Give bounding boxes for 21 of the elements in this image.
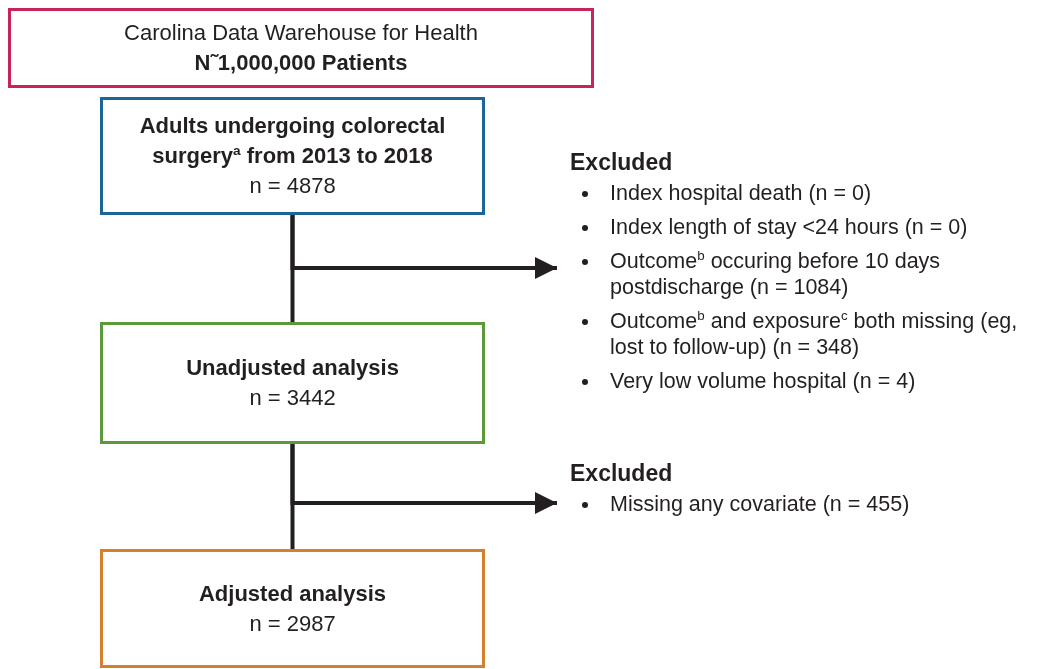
cohort-box xyxy=(100,97,485,215)
box-title: Unadjusted analysis xyxy=(186,354,399,382)
exclusion-item: Outcome$^{b}$ and exposure$^{c}$ both missing (eg, lost to follow-up) (n = 348) xyxy=(610,308,1019,360)
count-text: N˜1,000,000 Patients xyxy=(194,49,408,77)
section-heading: Excluded xyxy=(569,459,674,487)
analysis-box xyxy=(100,549,485,668)
analysis-box xyxy=(100,322,485,444)
arrow xyxy=(290,444,557,514)
exclusion-item: Missing any covariate (n = 455) xyxy=(610,491,911,517)
count-text: n = 3442 xyxy=(249,384,336,412)
box-title: Adjusted analysis xyxy=(198,579,387,608)
exclusion-item: Index hospital death (n = 0) xyxy=(610,180,873,206)
exclusion-item: Index length of stay <24 hours (n = 0) xyxy=(610,214,969,240)
source-box xyxy=(8,8,594,88)
arrow xyxy=(290,215,557,279)
section-heading: Excluded xyxy=(569,148,674,176)
count-text: n = 4878 xyxy=(249,172,336,200)
count-text: n = 2987 xyxy=(249,609,336,638)
exclusion-item: Outcome$^{b}$ occuring before 10 days postdischarge (n = 1084) xyxy=(610,248,942,300)
exclusion-item: Very low volume hospital (n = 4) xyxy=(610,368,917,394)
box-title: Carolina Data Warehouse for Health xyxy=(124,19,478,47)
